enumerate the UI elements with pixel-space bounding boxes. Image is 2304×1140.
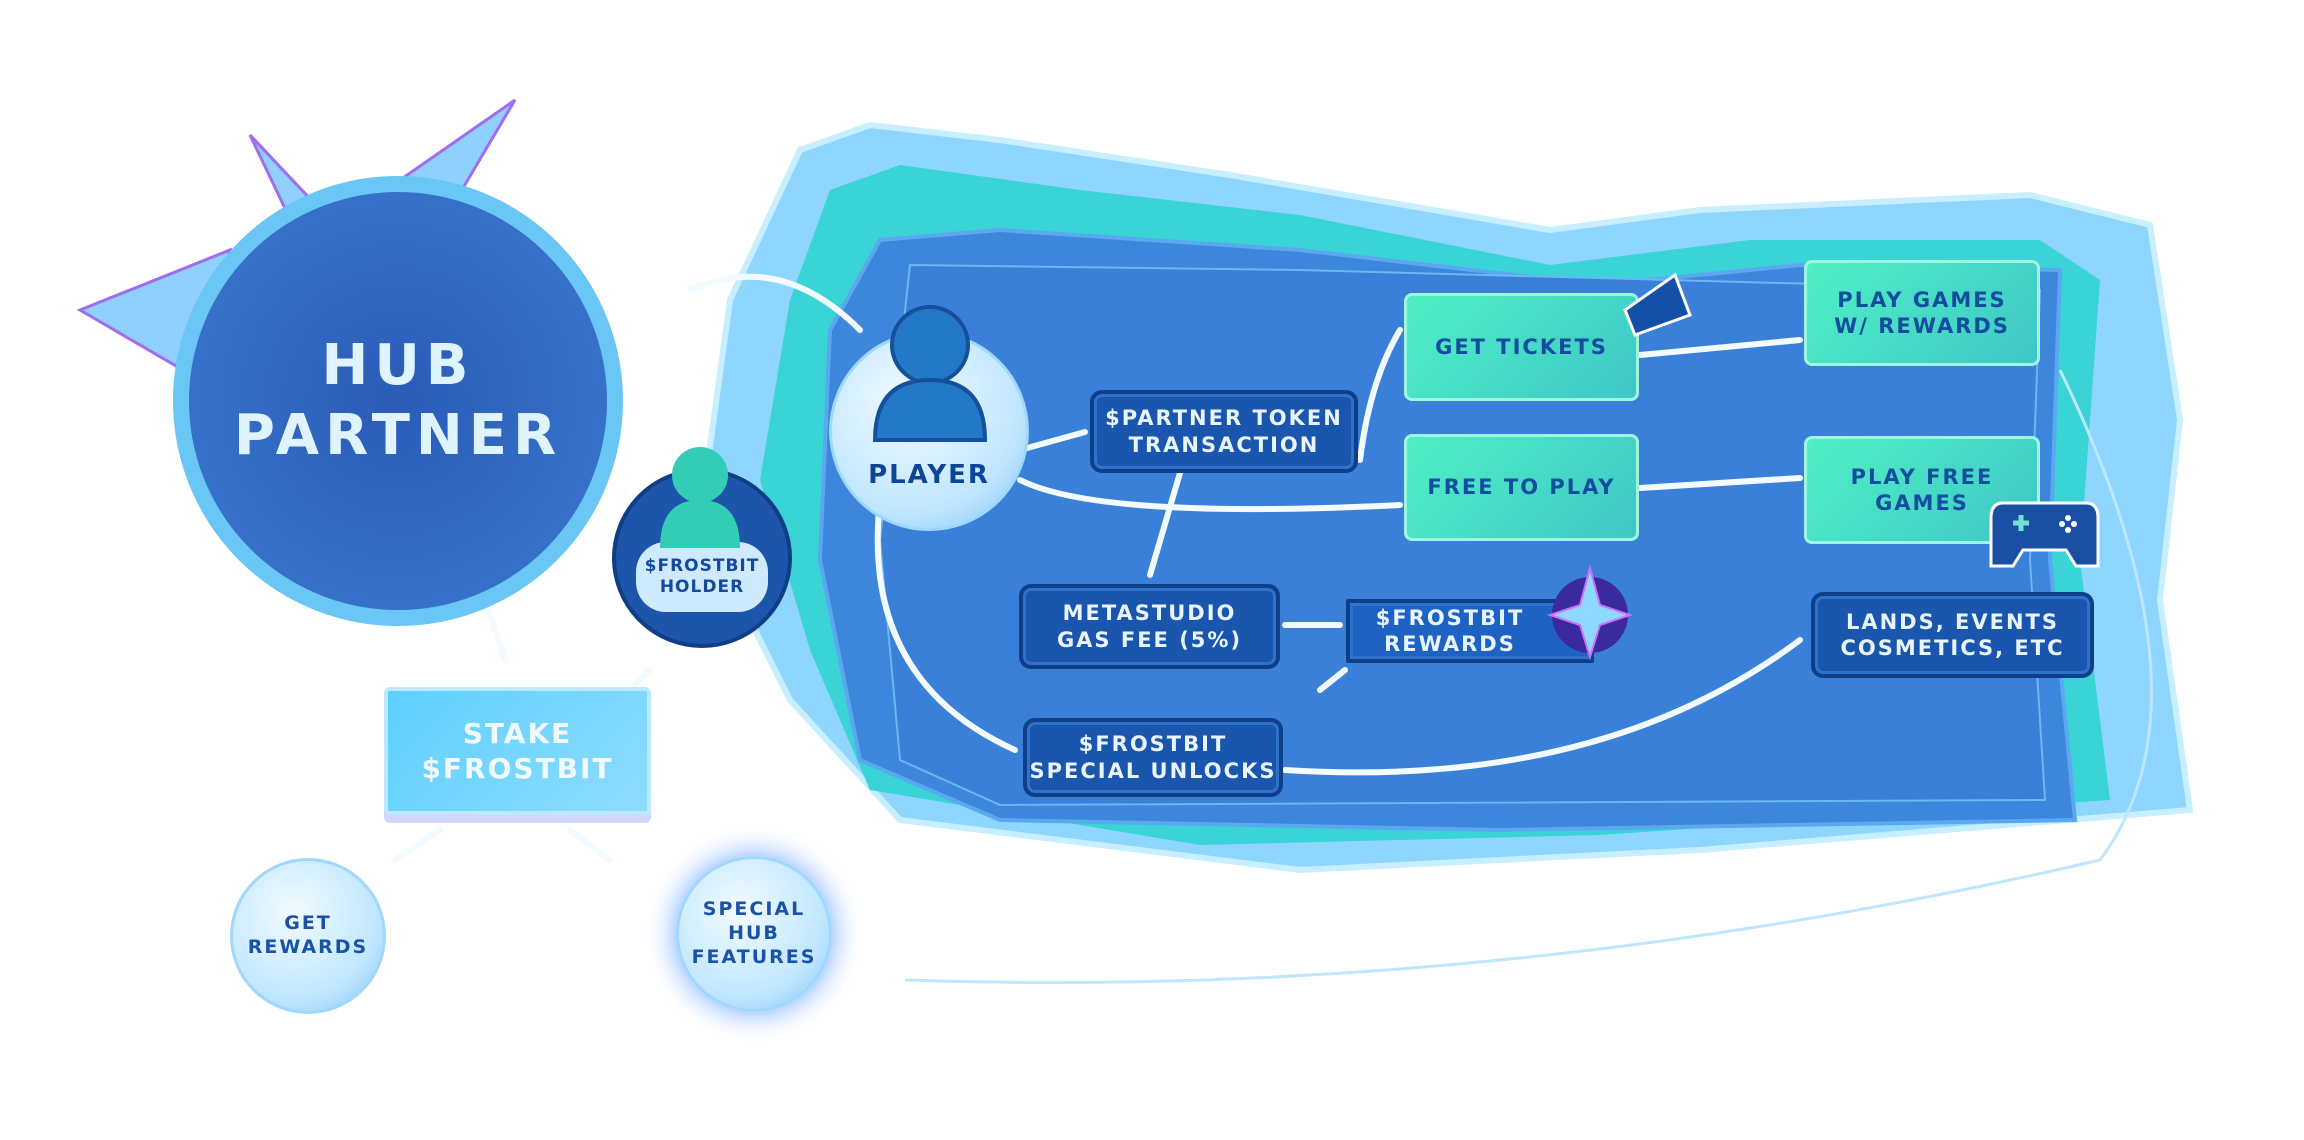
game-controller-icon [1989, 501, 2100, 568]
stake-frostbit-box: STAKE $FROSTBIT [384, 687, 651, 815]
stake-label: STAKE $FROSTBIT [421, 717, 614, 785]
play-games-rewards-box: PLAY GAMES W/ REWARDS [1804, 260, 2040, 366]
play-free-games-label: PLAY FREE GAMES [1850, 464, 1994, 515]
frostbit-rewards-box: $FROSTBIT REWARDS [1346, 599, 1594, 663]
get-tickets-box: GET TICKETS [1404, 293, 1639, 401]
special-unlocks-label: $FROSTBIT SPECIAL UNLOCKS [1029, 732, 1277, 783]
player-label: PLAYER [868, 459, 990, 490]
play-games-rewards-label: PLAY GAMES W/ REWARDS [1834, 287, 2010, 338]
get-tickets-label: GET TICKETS [1435, 334, 1608, 359]
flow-arrows [392, 273, 1803, 863]
free-to-play-box: FREE TO PLAY [1404, 434, 1639, 541]
free-to-play-label: FREE TO PLAY [1427, 475, 1616, 500]
frostbit-crystal-icon [1546, 565, 1634, 660]
lands-label: LANDS, EVENTS COSMETICS, ETC [1840, 609, 2065, 660]
special-hub-features-label: SPECIAL HUB FEATURES [691, 898, 817, 968]
ticket-icon [1623, 272, 1692, 337]
get-rewards-label: GET REWARDS [247, 912, 369, 958]
hub-partner-circle: HUB PARTNER [173, 176, 623, 626]
partner-token-label: $PARTNER TOKEN TRANSACTION [1105, 406, 1343, 457]
frostbit-holder-label: $FROSTBIT HOLDER [636, 542, 768, 612]
special-unlocks-box: $FROSTBIT SPECIAL UNLOCKS [1023, 718, 1283, 797]
partner-token-box: $PARTNER TOKEN TRANSACTION [1090, 390, 1358, 473]
special-hub-features-orb: SPECIAL HUB FEATURES [676, 856, 832, 1012]
lands-events-box: LANDS, EVENTS COSMETICS, ETC [1811, 592, 2094, 678]
metastudio-gas-fee-box: METASTUDIO GAS FEE (5%) [1019, 584, 1280, 669]
hub-partner-label: HUB PARTNER [233, 333, 563, 468]
metastudio-label: METASTUDIO GAS FEE (5%) [1056, 601, 1243, 652]
player-icon [872, 305, 988, 442]
get-rewards-orb: GET REWARDS [230, 858, 386, 1014]
frostbit-rewards-label: $FROSTBIT REWARDS [1375, 605, 1525, 656]
user-icon [660, 447, 740, 548]
